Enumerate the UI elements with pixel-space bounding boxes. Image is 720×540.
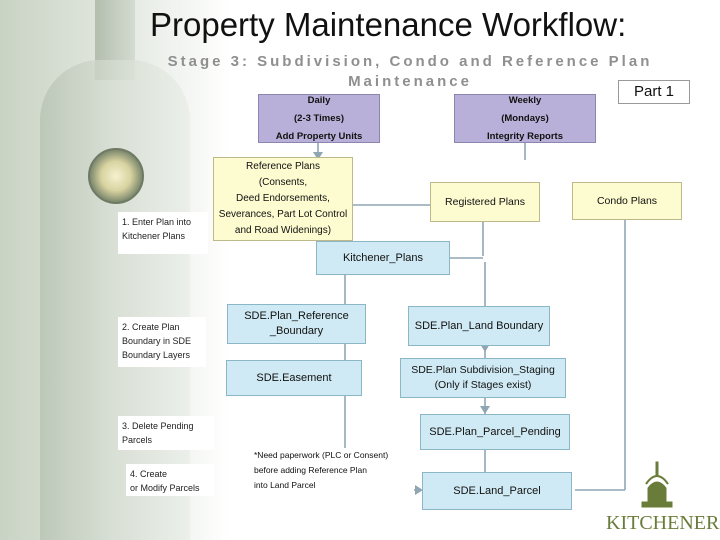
clock-face-icon [88, 148, 144, 204]
registered-plans-box: Registered Plans [430, 182, 540, 222]
subtitle-line-2: Maintenance [348, 73, 472, 90]
sde-plan-parcel-pending-box: SDE.Plan_Parcel_Pending [420, 414, 570, 450]
page-subtitle: Stage 3: Subdivision, Condo and Referenc… [140, 52, 680, 92]
kitchener-logo-text: KITCHENER [606, 512, 720, 534]
page-title: Property Maintenance Workflow: [150, 6, 627, 43]
kitchener-logo-icon [641, 461, 673, 508]
sde-plan-reference-boundary-box: SDE.Plan_Reference _Boundary [227, 304, 366, 344]
weekly-schedule-box: Weekly (Mondays) Integrity Reports [454, 94, 596, 143]
sde-land-parcel-box: SDE.Land_Parcel [422, 472, 572, 510]
subtitle-line-1: Stage 3: Subdivision, Condo and Referenc… [167, 53, 653, 70]
sde-plan-subdivision-staging-box: SDE.Plan Subdivision_Staging (Only if St… [400, 358, 566, 398]
sde-plan-land-boundary-box: SDE.Plan_Land Boundary [408, 306, 550, 346]
sde-easement-box: SDE.Easement [226, 360, 362, 396]
step-2-label: 2. Create Plan Boundary in SDE Boundary … [118, 317, 206, 367]
reference-plans-box: Reference Plans (Consents, Deed Endorsem… [213, 157, 353, 241]
daily-schedule-box: Daily (2-3 Times) Add Property Units [258, 94, 380, 143]
step-3-label: 3. Delete Pending Parcels [118, 416, 214, 450]
clock-tower-image [40, 60, 190, 540]
paperwork-note: *Need paperwork (PLC or Consent) before … [254, 448, 414, 493]
condo-plans-box: Condo Plans [572, 182, 682, 220]
kitchener-plans-box: Kitchener_Plans [316, 241, 450, 275]
step-4-label: 4. Create or Modify Parcels [126, 464, 214, 496]
part-label: Part 1 [618, 80, 690, 104]
step-1-label: 1. Enter Plan into Kitchener Plans [118, 212, 208, 254]
